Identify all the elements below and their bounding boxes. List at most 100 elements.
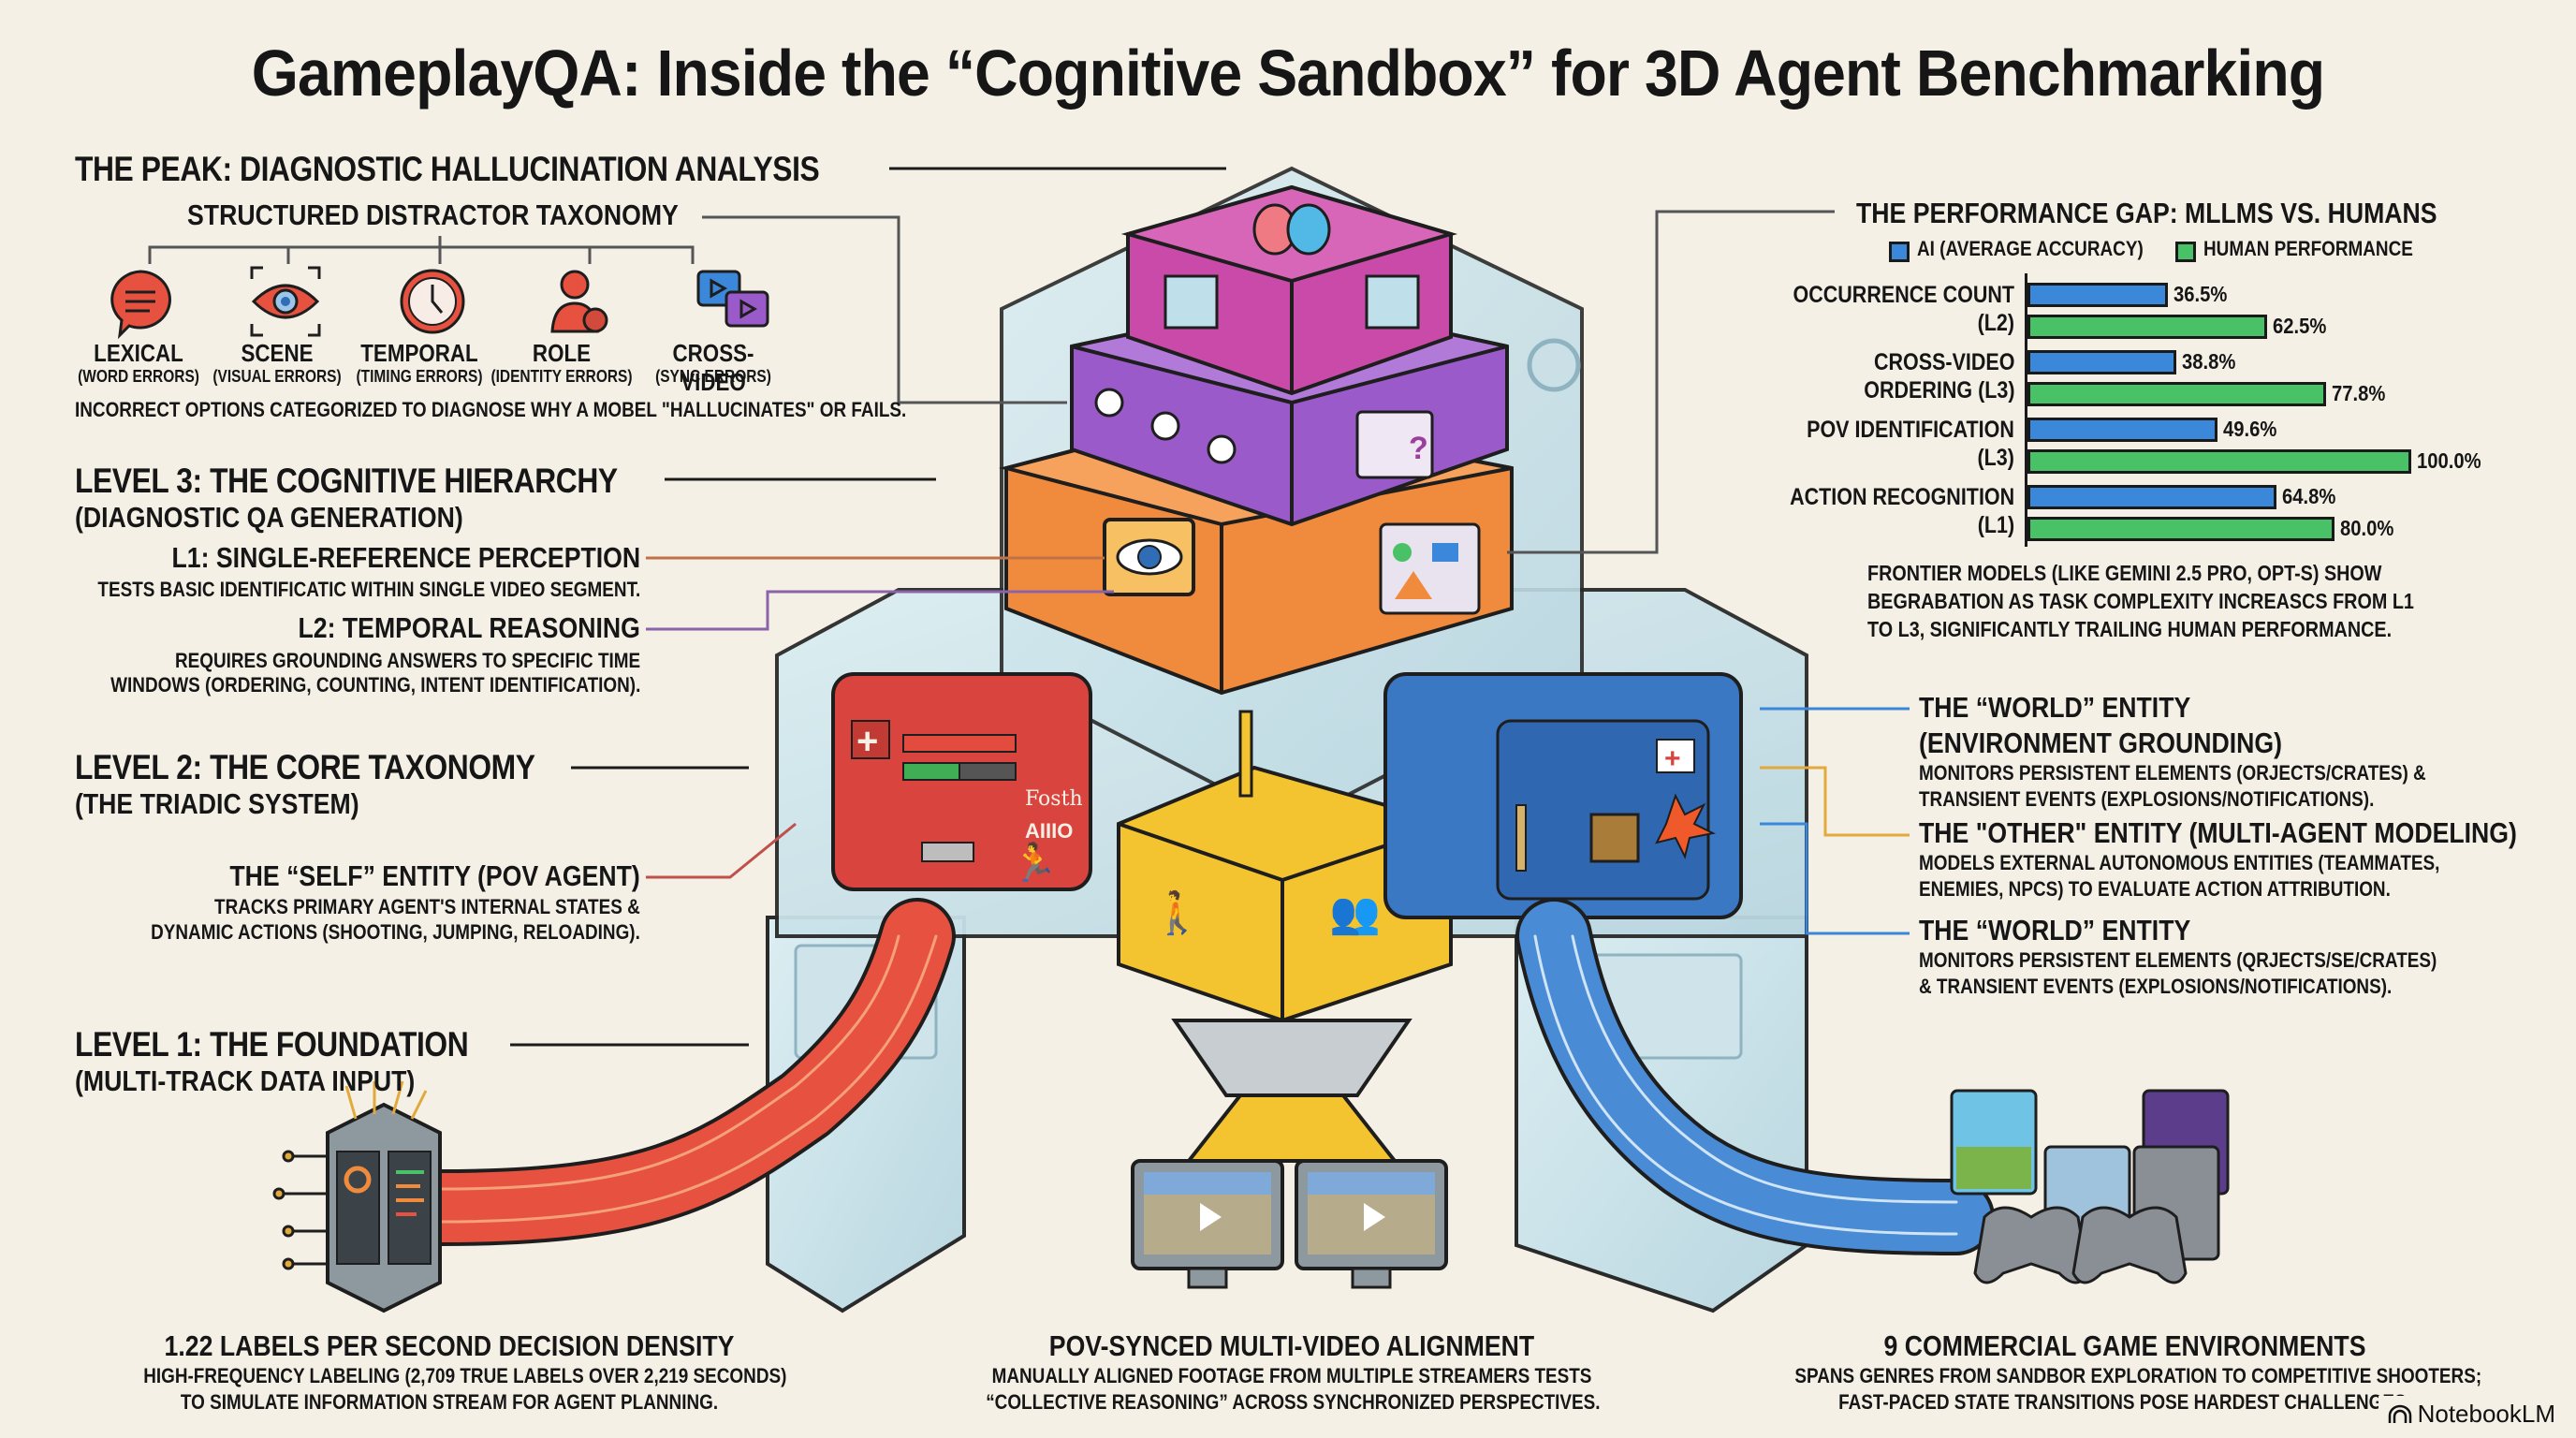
play-icon — [1200, 1203, 1222, 1231]
gamepad-icon — [2071, 1206, 2188, 1284]
world-entity-block: + — [1383, 672, 1743, 919]
caption-desc-1: HIGH-FREQUENCY LABELING (2,709 TRUE LABE… — [143, 1364, 787, 1387]
l1-title: L1: SINGLE-REFERENCE PERCEPTION — [171, 541, 640, 574]
shapes-card-icon — [1379, 522, 1481, 615]
self-entity-desc-1: TRACKS PRIMARY AGENT'S INTERNAL STATES & — [214, 895, 640, 918]
self-entity-desc-2: DYNAMIC ACTIONS (SHOOTING, JUMPING, RELO… — [151, 920, 640, 944]
world-entity-2-desc-2: & TRANSIENT EVENTS (EXPLOSIONS/NOTIFICAT… — [1919, 975, 2393, 998]
other-entity-block: 🚶 👥 — [1117, 710, 1453, 1023]
clock-icon — [400, 269, 465, 334]
ammo-label: AIIIO — [1025, 819, 1073, 843]
distractor-icons — [66, 264, 833, 395]
person-icon — [550, 270, 608, 333]
connector-lines — [510, 167, 1910, 1047]
category-label-line: ORDERING (L3) — [1863, 377, 2014, 404]
chart-note: FRONTIER MODELS (LIKE GEMINI 2.5 PRO, OP… — [1867, 559, 2414, 643]
bar-value-label: 49.6% — [2223, 417, 2277, 441]
level2-heading: LEVEL 2: THE CORE TAXONOMY — [75, 748, 535, 786]
bar-ai — [2027, 485, 2276, 509]
caption-desc-2: “COLLECTIVE REASONING” ACROSS SYNCHRONIZ… — [986, 1390, 1601, 1414]
svg-text:?: ? — [1409, 431, 1428, 466]
world-entity-subtitle: (ENVIRONMENT GROUNDING) — [1919, 726, 2283, 759]
bar-value-label: 80.0% — [2340, 516, 2394, 540]
red-data-stream — [402, 898, 956, 1246]
caption-decision-density: 1.22 LABELS PER SECOND DECISION DENSITY … — [94, 1329, 805, 1416]
caption-title: POV-SYNCED MULTI-VIDEO ALIGNMENT — [1048, 1329, 1535, 1362]
gamepad-icon — [1973, 1206, 2089, 1284]
self-entity-title: THE “SELF” ENTITY (POV AGENT) — [229, 859, 640, 892]
bar-ai — [2027, 350, 2177, 374]
other-entity: THE "OTHER" ENTITY (MULTI-AGENT MODELING… — [1919, 816, 2576, 902]
video-question-icon — [1355, 410, 1434, 479]
scene-sub: (VISUAL ERRORS) — [212, 367, 342, 386]
bar-human — [2027, 315, 2268, 339]
hammer-icon — [1515, 804, 1527, 872]
pistol-icon — [921, 842, 974, 862]
legend-label-human: HUMAN PERFORMANCE — [2203, 237, 2413, 260]
world-entity-desc-1: MONITORS PERSISTENT ELEMENTS (ORJECTS/CR… — [1919, 761, 2426, 785]
performance-chart: OCCURRENCE COUNT(L2)36.5%62.5%CROSS-VIDE… — [1760, 271, 2509, 552]
l2-title: L2: TEMPORAL REASONING — [298, 611, 640, 644]
peak-heading: THE PEAK: DIAGNOSTIC HALLUCINATION ANALY… — [75, 150, 820, 188]
level3-heading: LEVEL 3: THE COGNITIVE HIERARCHY — [75, 462, 618, 500]
category-label: ACTION RECOGNITION(L1) — [1790, 483, 2014, 539]
bar-value-label: 64.8% — [2281, 484, 2336, 508]
category-label-line: POV IDENTIFICATION — [1807, 417, 2014, 443]
category-label: OCCURRENCE COUNT(L2) — [1793, 281, 2015, 337]
medkit-icon — [1656, 739, 1695, 773]
screen-right-icon — [1365, 274, 1420, 330]
bar-ai — [2027, 283, 2168, 307]
group-icon: 👥 — [1329, 889, 1381, 937]
chart-note-line-3: TO L3, SIGNIFICANTLY TRAILING HUMAN PERF… — [1867, 617, 2393, 641]
level1-heading: LEVEL 1: THE FOUNDATION — [75, 1025, 469, 1064]
lexical-category — [103, 264, 178, 344]
world-entity-2-title: THE “WORLD” ENTITY — [1919, 914, 2191, 946]
scene-category — [248, 264, 323, 344]
caption-desc-1: SPANS GENRES FROM SANDBOR EXPLORATION TO… — [1794, 1364, 2482, 1387]
lexical-sub: (WORD ERRORS) — [78, 367, 199, 386]
l2-desc-2: WINDOWS (ORDERING, COUNTING, INTENT IDEN… — [110, 673, 640, 697]
l2-desc-1: REQUIRES GROUNDING ANSWERS TO SPECIFIC T… — [174, 649, 640, 672]
blue-data-stream — [1515, 898, 1995, 1255]
world-entity-2: THE “WORLD” ENTITY MONITORS PERSISTENT E… — [1919, 914, 2521, 1000]
bar-value-label: 62.5% — [2273, 314, 2327, 338]
world-entity-1: THE “WORLD” ENTITY (ENVIRONMENT GROUNDIN… — [1919, 691, 2509, 813]
category-label: POV IDENTIFICATION(L3) — [1807, 416, 2014, 472]
chart-note-line-2: BEGRABATION AS TASK COMPLEXITY INCREASCS… — [1867, 589, 2414, 613]
level2-subheading: (THE TRIADIC SYSTEM) — [75, 787, 359, 820]
bar-value-label: 38.8% — [2182, 349, 2236, 374]
self-entity-block: + Fosth AIIIO 🏃 — [831, 672, 1092, 891]
caption-desc-2: TO SIMULATE INFORMATION STREAM FOR AGENT… — [180, 1390, 719, 1414]
screen-left-icon — [1164, 274, 1219, 330]
temporal-category — [395, 264, 470, 344]
cross-video-label: CROSS-VIDEO — [672, 339, 754, 396]
game-environment-thumbnails — [1950, 1089, 2230, 1284]
temporal-label: TEMPORAL — [360, 339, 478, 367]
role-category — [543, 264, 618, 344]
legend-label-ai: AI (AVERAGE ACCURACY) — [1917, 237, 2144, 260]
legend-swatch-ai — [1889, 241, 1910, 262]
bar-human — [2027, 449, 2411, 474]
temporal-sub: (TIMING ERRORS) — [356, 367, 483, 386]
other-entity-desc-1: MODELS EXTERNAL AUTONOMOUS ENTITIES (TEA… — [1919, 851, 2440, 874]
speech-bubble-icon — [110, 270, 171, 340]
cross-video-category — [695, 264, 779, 344]
level1-subheading: (MULTI-TRACK DATA INPUT) — [75, 1064, 416, 1097]
chart-axis — [2025, 273, 2027, 547]
distractor-note: INCORRECT OPTIONS CATEGORIZED TO DIAGNOS… — [75, 398, 907, 421]
category-label-line: ACTION RECOGNITION — [1789, 484, 2014, 510]
category-label-line: CROSS-VIDEO — [1873, 349, 2014, 375]
svg-text:+: + — [1664, 743, 1681, 774]
world-entity-title: THE “WORLD” ENTITY — [1919, 691, 2191, 724]
role-label: ROLE — [532, 339, 592, 367]
l1-desc: TESTS BASIC IDENTIFICATIC WITHIN SINGLE … — [97, 578, 640, 601]
l3-peak-block — [1120, 184, 1458, 396]
crate-icon — [1589, 813, 1640, 863]
bar-human — [2027, 517, 2334, 541]
caption-title: 1.22 LABELS PER SECOND DECISION DENSITY — [164, 1329, 735, 1362]
category-label-line: (L3) — [1977, 445, 2014, 471]
explosion-icon — [1655, 793, 1717, 859]
taxonomy-title: STRUCTURED DISTRACTOR TAXONOMY — [187, 198, 679, 231]
ammo-bar — [902, 762, 960, 781]
